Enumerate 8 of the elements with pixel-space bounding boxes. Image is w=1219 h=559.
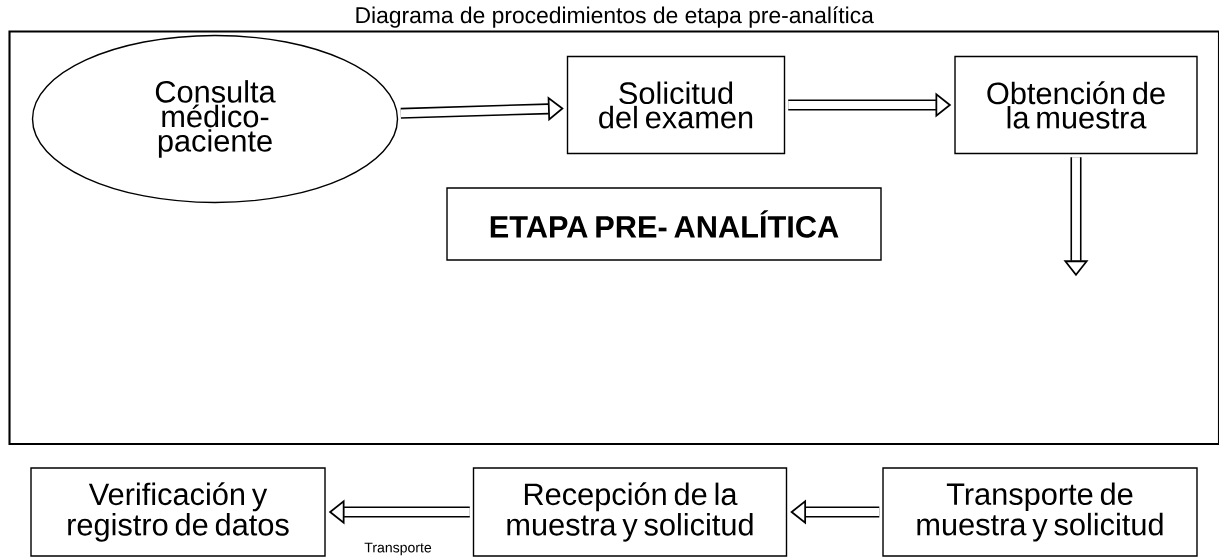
process-box: Obtención de la muestra [954,55,1198,155]
frame-heading: Diagrama de procedimientos de etapa pre-analítica [356,6,874,28]
process-box: Verificación y registro de datos [30,467,326,557]
process-box: Recepción de la muestra y solicitud [472,467,788,557]
process-box: ETAPA PRE- ANALÍTICA [446,187,882,261]
edge-label: Transporte [362,540,434,558]
process-box: Transporte de muestra y solicitud [882,467,1198,557]
process-box: Solicitud del examen [566,55,786,155]
